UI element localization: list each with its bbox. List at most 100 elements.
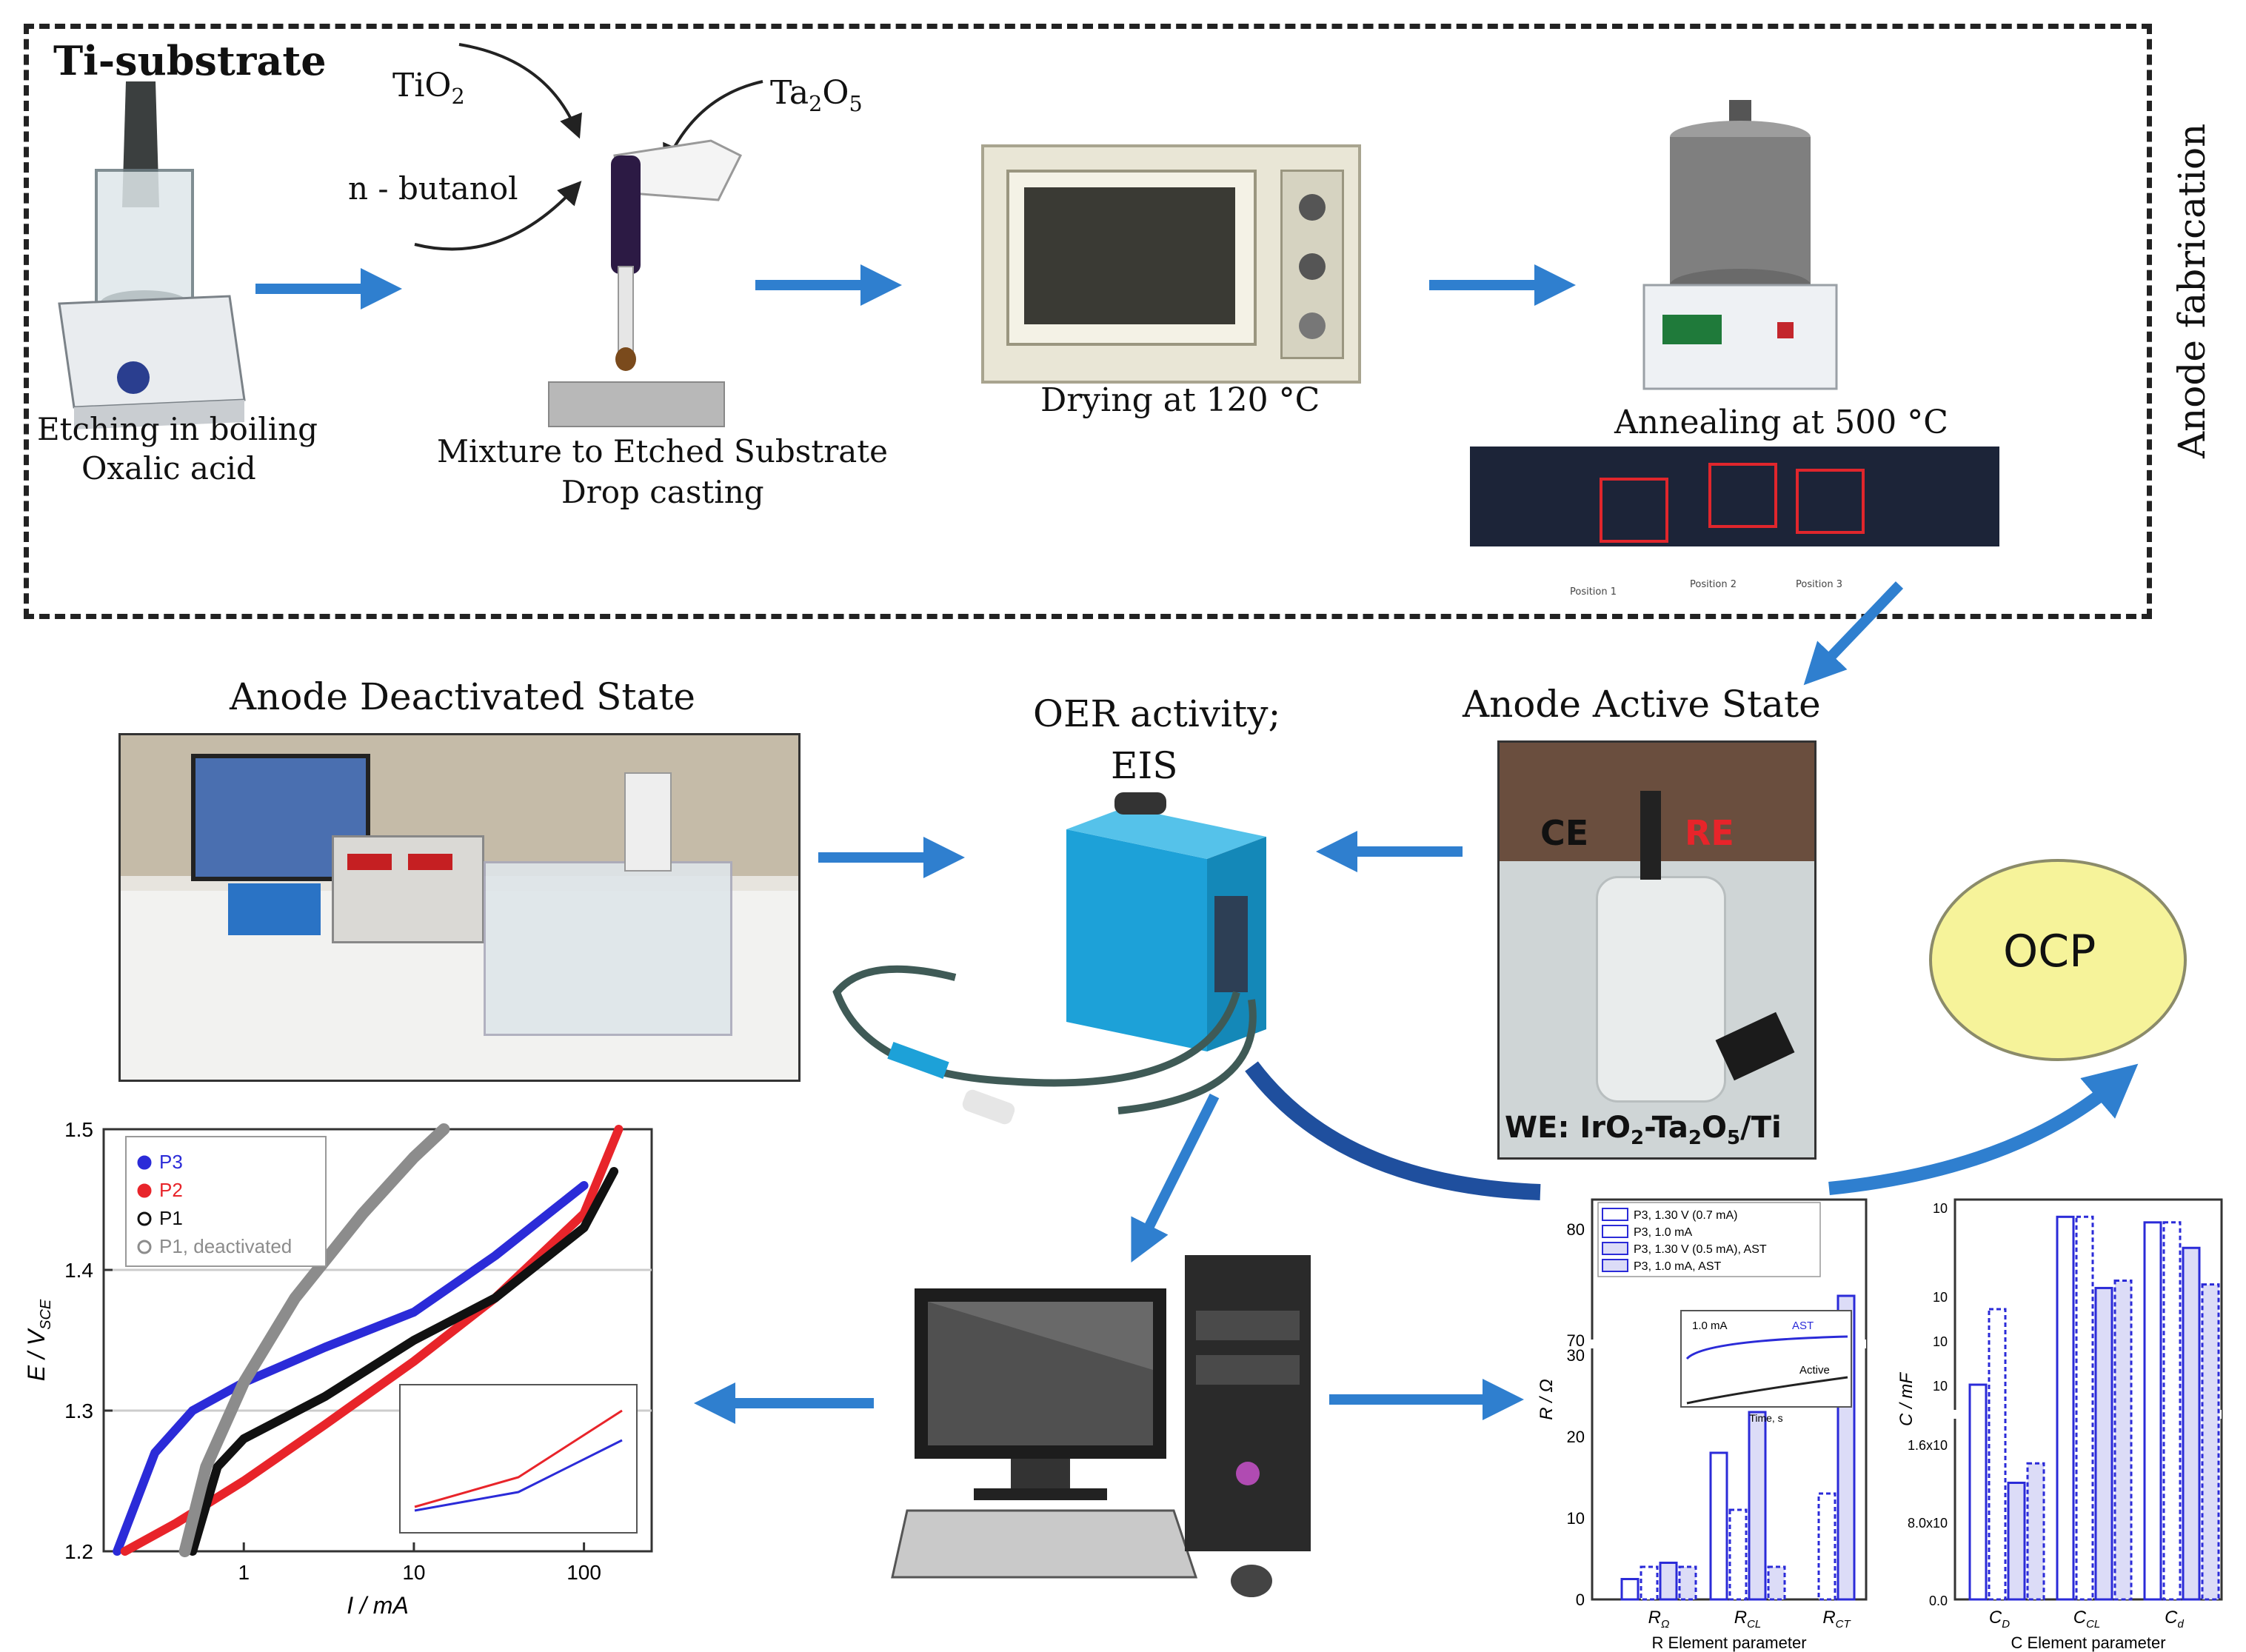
r-ytick-label-0: 0	[1576, 1591, 1585, 1609]
tafel-ytick-label-2: 1.4	[64, 1259, 93, 1282]
tafel-point-2-2	[241, 1436, 247, 1442]
r-xlabel: R Element parameter	[1651, 1633, 1806, 1652]
r-inset-label-2: Active	[1799, 1364, 1830, 1377]
tafel-point-0-0	[114, 1548, 121, 1554]
r-inset-label-0: 1.0 mA	[1692, 1320, 1728, 1332]
tio2-label: TiO2	[392, 67, 465, 109]
tafel-legend-marker-3	[137, 1240, 152, 1254]
etching-label-line1: Etching in boiling	[37, 411, 318, 447]
r-bar-0-0	[1620, 1578, 1640, 1601]
ocp-ellipse	[1929, 859, 2187, 1061]
deactivated-state-title: Anode Deactivated State	[230, 675, 695, 718]
c-bar-1-1	[2075, 1215, 2094, 1601]
drying-oven-illustration	[981, 144, 1361, 384]
tafel-point-2-3	[321, 1394, 328, 1399]
r-category-label-2: RCT	[1822, 1608, 1851, 1631]
r-inset-label-1: AST	[1792, 1320, 1814, 1332]
c-bar-2-2	[2182, 1246, 2201, 1601]
c-category-label-2: Cd	[2165, 1608, 2184, 1631]
ti-substrate-label: Ti-substrate	[53, 37, 327, 84]
tafel-point-0-7	[581, 1183, 587, 1188]
tafel-xtick-label-2: 100	[566, 1561, 601, 1584]
ta2o5-label: Ta2O5	[770, 74, 863, 116]
r-bar-3-1	[1767, 1565, 1786, 1601]
tafel-ytick-label-0: 1.2	[64, 1540, 93, 1563]
etching-label-line2: Oxalic acid	[81, 450, 256, 486]
r-bar-1-1	[1728, 1508, 1748, 1601]
r-category-label-0: RΩ	[1648, 1608, 1670, 1631]
we-label: WE: IrO2-Ta2O5/Ti	[1505, 1111, 1782, 1150]
tafel-point-1-3	[321, 1422, 328, 1428]
tafel-point-1-6	[581, 1211, 587, 1217]
r-bar-1-0	[1640, 1565, 1659, 1601]
tafel-point-0-6	[492, 1253, 498, 1259]
r-legend-label-2: P3, 1.30 V (0.5 mA), AST	[1634, 1243, 1767, 1256]
c-bar-0-0	[1968, 1383, 1988, 1601]
r-legend-label-0: P3, 1.30 V (0.7 mA)	[1634, 1209, 1738, 1222]
c-bar-0-1	[2056, 1215, 2075, 1601]
tafel-point-1-7	[615, 1126, 622, 1132]
annealing-furnace-illustration	[1642, 100, 1838, 390]
r-legend-label-3: P3, 1.0 mA, AST	[1634, 1260, 1722, 1273]
tafel-xtick-label-0: 1	[238, 1561, 250, 1584]
deactivated-setup-photo	[118, 733, 801, 1082]
tafel-xlabel: I / mA	[347, 1592, 409, 1619]
r-bar-0-1	[1709, 1451, 1728, 1601]
c-bar-1-2	[2162, 1221, 2182, 1601]
oer-activity-label-line2: EIS	[1111, 744, 1178, 787]
r-inset-curve-ast	[1685, 1335, 1848, 1360]
tafel-series-0	[113, 1181, 589, 1556]
tafel-point-3-4	[359, 1211, 366, 1217]
tafel-legend-label-1: P2	[159, 1179, 183, 1201]
tafel-point-3-5	[410, 1154, 417, 1160]
tafel-legend-box	[125, 1136, 327, 1267]
tafel-legend-label-2: P1	[159, 1207, 183, 1229]
c-bar-2-1	[2094, 1286, 2113, 1601]
tafel-point-2-7	[611, 1168, 618, 1174]
tafel-legend-label-3: P1, deactivated	[159, 1235, 292, 1257]
tafel-point-3-2	[241, 1380, 247, 1385]
position-1-label: Position 1	[1570, 586, 1617, 598]
hotplate-beaker-illustration	[58, 81, 246, 429]
ocp-label: OCP	[2003, 926, 2096, 977]
tafel-point-1-0	[121, 1548, 128, 1554]
r-legend-swatch-1	[1602, 1225, 1628, 1238]
c-bar-3-1	[2113, 1279, 2133, 1601]
tafel-legend-marker-2	[137, 1211, 152, 1226]
c-ytick-label-4: 10	[1933, 1334, 1948, 1349]
r-legend-swatch-2	[1602, 1242, 1628, 1255]
tafel-point-1-1	[173, 1520, 179, 1526]
tafel-inset-line-p3	[414, 1439, 623, 1512]
tafel-point-0-5	[410, 1309, 417, 1315]
r-ytick-label-3: 30	[1567, 1346, 1585, 1365]
c-ylabel: C / mF	[1896, 1372, 1916, 1426]
butanol-label: n - butanol	[348, 170, 518, 207]
r-bar-3-0	[1678, 1565, 1697, 1601]
tafel-xtick-label-1: 10	[402, 1561, 425, 1584]
computer-illustration	[891, 1255, 1311, 1597]
drying-label: Drying at 120 °C	[1040, 381, 1320, 419]
tafel-point-3-0	[181, 1548, 188, 1554]
c-ytick-label-6: 10	[1933, 1201, 1948, 1216]
tafel-legend-marker-0	[137, 1155, 152, 1170]
c-ytick-label-5: 10	[1933, 1290, 1948, 1305]
c-bar-3-0	[2026, 1462, 2045, 1601]
tafel-point-2-4	[410, 1337, 417, 1343]
r-bar-2-1	[1748, 1411, 1767, 1601]
r-inset-curve-active	[1686, 1376, 1848, 1405]
r-legend-label-1: P3, 1.0 mA	[1634, 1226, 1692, 1239]
r-bar-1-2	[1817, 1492, 1836, 1601]
c-ytick-label-2: 1.6x10	[1908, 1438, 1948, 1453]
c-ytick-label-0: 0.0	[1929, 1594, 1948, 1608]
r-ytick-label-1: 10	[1567, 1509, 1585, 1528]
r-inset-frame	[1680, 1310, 1852, 1408]
tafel-point-0-4	[321, 1344, 328, 1351]
c-bar-2-0	[2007, 1482, 2026, 1601]
tafel-point-2-6	[581, 1225, 587, 1231]
